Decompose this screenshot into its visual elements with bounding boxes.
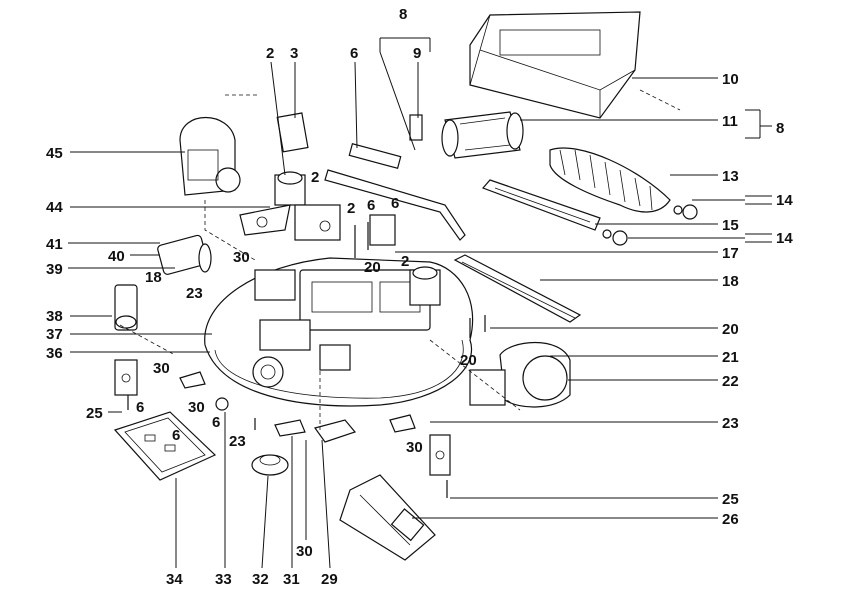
callout-23-right: 23 [722, 415, 739, 432]
callout-41: 41 [46, 236, 63, 253]
callout-labels: 45 44 41 40 39 18 23 30 38 37 36 30 30 2… [46, 6, 793, 588]
callout-6-mid-a: 6 [367, 197, 375, 214]
battery-pack [339, 474, 436, 561]
roller-assembly [441, 111, 524, 159]
callout-39: 39 [46, 261, 63, 278]
callout-6-left-a: 6 [136, 399, 144, 416]
wheel-module [469, 341, 571, 408]
callout-8-top: 8 [399, 6, 407, 23]
callout-29: 29 [321, 571, 338, 588]
callout-10: 10 [722, 71, 739, 88]
caster-wheel [251, 454, 289, 476]
callout-30-right: 30 [406, 439, 423, 456]
callout-17: 17 [722, 245, 739, 262]
callout-31: 31 [283, 571, 300, 588]
callout-6-left-b: 6 [172, 427, 180, 444]
brush-roll [549, 147, 698, 220]
callout-34: 34 [166, 571, 183, 588]
callout-30-left-top: 30 [233, 249, 250, 266]
circuit-board [113, 411, 217, 481]
callout-3: 3 [290, 45, 298, 62]
top-bar [324, 142, 466, 246]
callout-6-mid-b: 6 [391, 195, 399, 212]
callout-33: 33 [215, 571, 232, 588]
callout-25-right: 25 [722, 491, 739, 508]
callout-32: 32 [252, 571, 269, 588]
leader-lines [68, 37, 772, 569]
callout-14-a: 14 [776, 192, 793, 209]
callout-38: 38 [46, 308, 63, 325]
callout-13: 13 [722, 168, 739, 185]
beater-bar [481, 179, 628, 246]
callout-2-mid-a: 2 [311, 169, 319, 186]
screws [127, 222, 486, 498]
callout-9: 9 [413, 45, 421, 62]
callout-11: 11 [722, 113, 738, 130]
callout-23-left: 23 [186, 285, 203, 302]
callout-14-b: 14 [776, 230, 793, 247]
callout-8-right: 8 [776, 120, 784, 137]
callout-26: 26 [722, 511, 739, 528]
motor-41 [157, 234, 212, 275]
small-parts [239, 112, 441, 306]
callout-30-left-low: 30 [188, 399, 205, 416]
callout-30-left-mid: 30 [153, 360, 170, 377]
callout-20-mid: 20 [364, 259, 381, 276]
bracket-25-right [429, 434, 451, 476]
callout-30-bottom: 30 [296, 543, 313, 560]
callout-6-left-c: 6 [212, 414, 220, 431]
callout-25-left: 25 [86, 405, 103, 422]
bin-housing [469, 11, 641, 119]
callout-23-mid: 23 [229, 433, 246, 450]
callout-37: 37 [46, 326, 63, 343]
bracket-38 [114, 284, 138, 331]
robot-chassis [204, 257, 474, 407]
callout-6-top: 6 [350, 45, 358, 62]
motor-45 [179, 117, 241, 196]
bracket-25 [114, 359, 138, 396]
callout-20-low: 20 [460, 352, 477, 369]
callout-44: 44 [46, 199, 63, 216]
callout-2-mid-b: 2 [347, 200, 355, 217]
rail-strip [453, 254, 582, 323]
callout-2-mid-c: 2 [401, 253, 409, 270]
callout-15: 15 [722, 217, 739, 234]
bottom-plates [179, 371, 416, 443]
callout-18-left: 18 [145, 269, 162, 286]
callout-18-right: 18 [722, 273, 739, 290]
callout-21: 21 [722, 349, 739, 366]
callout-2-top: 2 [266, 45, 274, 62]
callout-40: 40 [108, 248, 125, 265]
callout-22: 22 [722, 373, 739, 390]
callout-45: 45 [46, 145, 63, 162]
guide-lines [119, 89, 681, 430]
callout-20-right: 20 [722, 321, 739, 338]
callout-36: 36 [46, 345, 63, 362]
